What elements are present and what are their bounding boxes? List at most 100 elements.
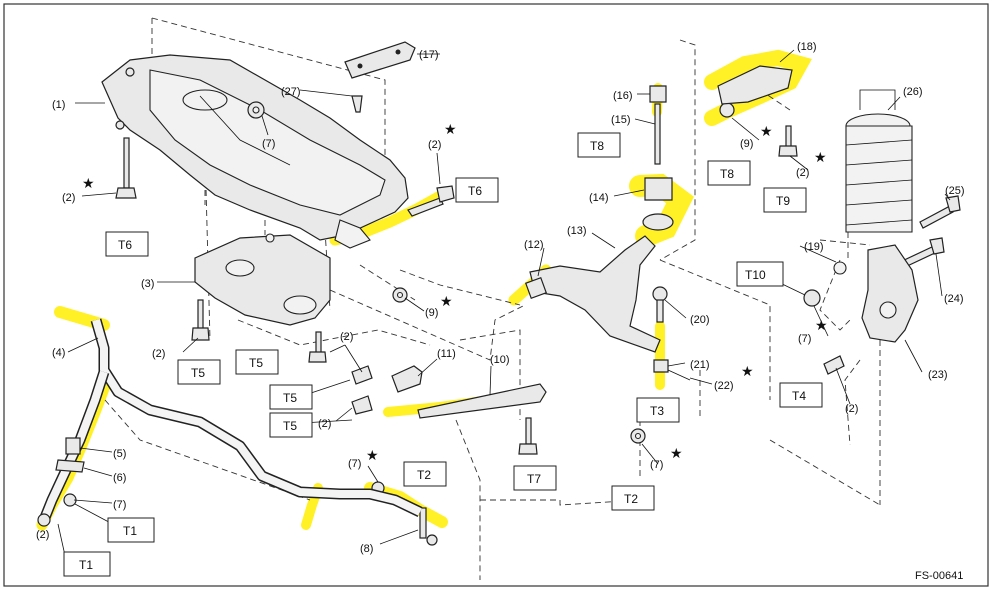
star-icon: ★ <box>82 175 95 191</box>
torque-boxes: T6 T6 T5 T5 T5 T5 T1 T1 T2 T7 T2 T3 T8 T… <box>63 132 823 577</box>
callout-3: (3) <box>141 278 154 290</box>
callout-2: (2) <box>318 418 331 430</box>
star-icon: ★ <box>814 149 827 165</box>
torque-box <box>177 359 221 385</box>
torque-box <box>736 261 784 287</box>
torque-label-t8: T8 <box>720 167 734 181</box>
callout-7: (7) <box>113 499 126 511</box>
figure-code: FS-00641 <box>915 570 963 582</box>
callout-11: (11) <box>437 348 456 360</box>
callout-25: (25) <box>945 185 965 197</box>
torque-box <box>269 412 313 438</box>
star-icon: ★ <box>760 123 773 139</box>
star-icon: ★ <box>440 293 453 309</box>
torque-label-t4: T4 <box>792 389 806 403</box>
torque-box <box>105 231 149 257</box>
callout-2: (2) <box>340 331 353 343</box>
callout-7: (7) <box>650 459 663 471</box>
leader-lines <box>57 49 951 561</box>
star-icon: ★ <box>444 121 457 137</box>
callout-14: (14) <box>589 192 609 204</box>
star-icon: ★ <box>366 447 379 463</box>
callout-21: (21) <box>690 359 710 371</box>
callout-7: (7) <box>348 458 361 470</box>
callout-10: (10) <box>490 354 510 366</box>
torque-label-t5: T5 <box>191 366 205 380</box>
callout-13: (13) <box>567 225 587 237</box>
lower-arm-part <box>524 235 661 353</box>
star-markers: ★ ★ ★ ★ ★ ★ ★ ★ ★ <box>82 121 828 463</box>
bracket-17-part <box>344 41 416 79</box>
torque-box <box>636 397 680 423</box>
callout-24: (24) <box>944 293 964 305</box>
torque-label-t6: T6 <box>468 184 482 198</box>
callout-4: (4) <box>52 347 65 359</box>
strut-spring-part <box>845 89 913 233</box>
torque-label-t3: T3 <box>650 404 664 418</box>
callout-7: (7) <box>262 138 275 150</box>
torque-box <box>611 485 655 511</box>
callout-2: (2) <box>62 192 75 204</box>
torque-box <box>269 384 313 410</box>
torque-box <box>707 160 751 186</box>
torque-label-t5: T5 <box>283 391 297 405</box>
torque-label-t5: T5 <box>283 419 297 433</box>
stabilizer-bar-part <box>37 318 423 527</box>
torque-label-t2: T2 <box>417 468 431 482</box>
torque-label-t8: T8 <box>590 139 604 153</box>
star-icon: ★ <box>741 363 754 379</box>
callout-9: (9) <box>425 307 438 319</box>
callout-9: (9) <box>740 138 753 150</box>
callout-15: (15) <box>611 114 631 126</box>
torque-box <box>235 349 279 375</box>
torque-label-t7: T7 <box>527 472 541 486</box>
callout-12: (12) <box>524 239 544 251</box>
callout-19: (19) <box>804 241 824 253</box>
callout-20: (20) <box>690 314 710 326</box>
callout-5: (5) <box>113 448 126 460</box>
callout-2: (2) <box>428 139 441 151</box>
crossmember-part <box>101 54 409 249</box>
torque-label-t9: T9 <box>776 194 790 208</box>
clip-27-part <box>351 95 363 113</box>
torque-label-t2: T2 <box>624 492 638 506</box>
bracket-18-part <box>717 65 793 105</box>
bushing-14-part <box>642 177 674 231</box>
callout-26: (26) <box>903 86 923 98</box>
callout-7: (7) <box>798 333 811 345</box>
callout-2: (2) <box>36 529 49 541</box>
torque-box <box>513 465 557 491</box>
under-plate-part <box>194 233 331 326</box>
callout-1: (1) <box>52 99 65 111</box>
callout-6: (6) <box>113 472 126 484</box>
bolts-and-nuts <box>115 85 961 546</box>
torque-label-t6: T6 <box>118 238 132 252</box>
star-icon: ★ <box>815 317 828 333</box>
callout-16: (16) <box>613 90 633 102</box>
torque-box <box>455 177 499 203</box>
callout-2: (2) <box>152 348 165 360</box>
torque-box <box>763 187 807 213</box>
torque-box <box>779 382 823 408</box>
callout-23: (23) <box>928 369 948 381</box>
callout-18: (18) <box>797 41 817 53</box>
torque-box <box>577 132 621 158</box>
star-icon: ★ <box>670 445 683 461</box>
callout-27: (27) <box>281 86 301 98</box>
torque-label-t1: T1 <box>79 558 93 572</box>
callout-22: (22) <box>714 380 734 392</box>
torque-box <box>107 517 155 543</box>
knuckle-part <box>861 244 919 343</box>
callout-8: (8) <box>360 543 373 555</box>
callout-2: (2) <box>796 167 809 179</box>
torque-label-t10: T10 <box>745 268 766 282</box>
torque-box <box>63 551 111 577</box>
callout-labels: (1) (2) (3) (2) (4) (5) (6) (7) (2) (27)… <box>36 41 965 555</box>
torque-box <box>403 461 447 487</box>
callout-2: (2) <box>845 403 858 415</box>
torque-label-t5: T5 <box>249 356 263 370</box>
torque-label-t1: T1 <box>123 524 137 538</box>
lateral-link-part <box>417 383 547 419</box>
